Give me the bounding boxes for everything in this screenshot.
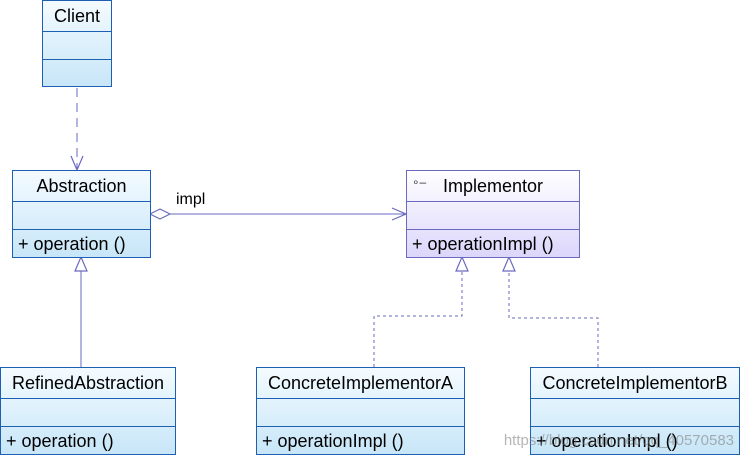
interface-implementor-attributes (407, 201, 579, 229)
class-abstraction-name: Abstraction (36, 175, 127, 196)
class-concrete-implementor-a-operation: + operationImpl () (257, 426, 464, 456)
class-concrete-implementor-b-operation: + operationImpl () (531, 426, 739, 456)
class-refined-abstraction[interactable]: RefinedAbstraction + operation () (0, 367, 176, 455)
class-client-attributes (43, 31, 111, 59)
class-refined-abstraction-name: RefinedAbstraction (11, 372, 165, 393)
association-label-impl: impl (176, 191, 206, 208)
realization-concreteA-implementor (373, 257, 462, 367)
class-abstraction[interactable]: Abstraction + operation () (12, 170, 151, 258)
class-concrete-implementor-b-attributes (531, 398, 739, 426)
interface-implementor[interactable]: ∘– Implementor + operationImpl () (406, 170, 580, 258)
class-concrete-implementor-b-name: ConcreteImplementorB (542, 372, 728, 393)
interface-implementor-operation: + operationImpl () (407, 229, 579, 259)
class-concrete-implementor-a-attributes (257, 398, 464, 426)
class-refined-abstraction-attributes (1, 398, 175, 426)
realization-concreteB-implementor (509, 257, 599, 367)
class-refined-abstraction-operation: + operation () (1, 426, 175, 456)
class-client-operations (43, 59, 111, 88)
class-concrete-implementor-a-name: ConcreteImplementorA (267, 372, 454, 393)
class-concrete-implementor-a[interactable]: ConcreteImplementorA + operationImpl () (256, 367, 465, 455)
class-abstraction-attributes (13, 201, 150, 229)
interface-icon: ∘– (412, 175, 427, 189)
interface-implementor-name-section: ∘– Implementor (407, 171, 579, 201)
class-abstraction-operation: + operation () (13, 229, 150, 259)
interface-implementor-name: Implementor (442, 175, 544, 196)
class-concrete-implementor-b[interactable]: ConcreteImplementorB + operationImpl () (530, 367, 740, 455)
class-client-name: Client (53, 5, 101, 26)
class-client[interactable]: Client (42, 0, 112, 87)
